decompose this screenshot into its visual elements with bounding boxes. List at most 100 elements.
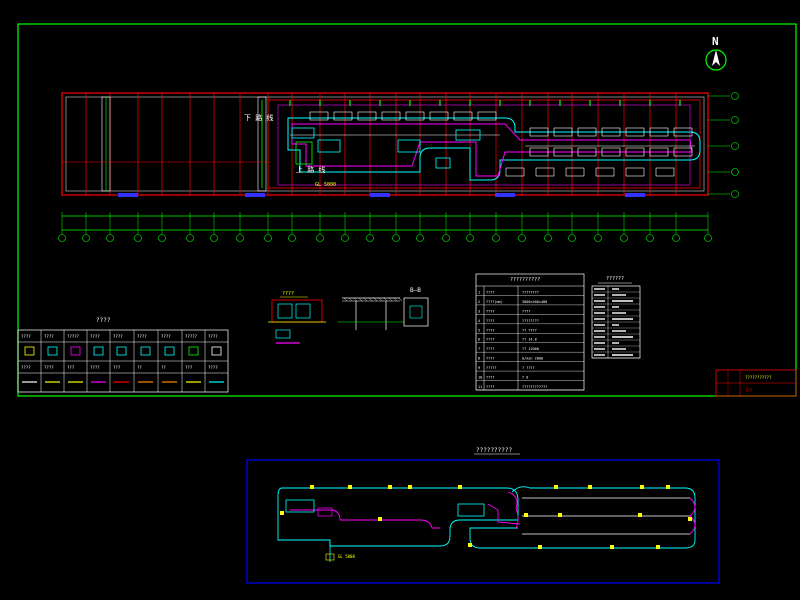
spec-cell: 3000×400×480 bbox=[522, 300, 547, 304]
plan-equipment-box bbox=[529, 127, 549, 137]
axis-bubble bbox=[620, 234, 628, 242]
spec-cell: ???? bbox=[486, 309, 494, 313]
sheet-border bbox=[17, 23, 797, 397]
system-marker bbox=[554, 485, 558, 489]
system-marker bbox=[640, 485, 644, 489]
plan-equipment-box bbox=[625, 147, 645, 157]
plan-equipment-box bbox=[477, 111, 497, 121]
axis-bubble bbox=[158, 234, 166, 242]
axis-bubble bbox=[672, 234, 680, 242]
legend-header-row1: ???? bbox=[137, 334, 147, 339]
plan-note: GL 5000 bbox=[315, 182, 336, 188]
system-marker bbox=[280, 511, 284, 515]
plan-equipment-box bbox=[673, 147, 693, 157]
axis-bubble bbox=[264, 234, 272, 242]
spec-cell: ?? 12000 bbox=[522, 347, 539, 351]
system-marker bbox=[610, 545, 614, 549]
plan-equipment-box bbox=[655, 167, 675, 177]
axis-bubble bbox=[186, 234, 194, 242]
spec-cell: ???? bbox=[486, 319, 494, 323]
plan-equipment-box bbox=[577, 147, 597, 157]
plan-equipment-box bbox=[625, 127, 645, 137]
plan-equipment-box bbox=[291, 127, 315, 139]
legend-table: ???? ???????????????????????????????????… bbox=[17, 317, 229, 393]
spec-cell: m/min 2000 bbox=[522, 357, 543, 361]
legend-header-row2: ???? bbox=[21, 365, 31, 370]
plan-equipment-box bbox=[295, 141, 313, 165]
axis-bubble bbox=[544, 234, 552, 242]
spec-cell: 10 bbox=[478, 376, 482, 380]
legend-header-row2: ??? bbox=[113, 365, 121, 370]
truss-member bbox=[378, 297, 383, 302]
plan-equipment-box bbox=[405, 111, 425, 121]
axis-bubble bbox=[236, 234, 244, 242]
legend-header-row1: ???? bbox=[161, 334, 171, 339]
spec-cell: 11 bbox=[478, 385, 482, 389]
section-drawing: B—B bbox=[338, 287, 429, 330]
north-arrow: N bbox=[705, 35, 727, 71]
spec-cell: ? 8 bbox=[522, 376, 528, 380]
system-marker bbox=[310, 485, 314, 489]
truss-member bbox=[353, 297, 358, 302]
plan-equipment-box bbox=[435, 157, 451, 169]
axis-bubble bbox=[106, 234, 114, 242]
spec-cell: ???????? bbox=[522, 319, 539, 323]
legend-symbol bbox=[70, 346, 81, 356]
plan-conveyor-track bbox=[287, 117, 701, 181]
legend-symbol bbox=[93, 346, 104, 356]
plan-equipment-box bbox=[309, 111, 329, 121]
axis-bubble bbox=[82, 234, 90, 242]
plan-label-upper: 下 路 线 bbox=[244, 113, 273, 122]
section-label: B—B bbox=[410, 287, 421, 294]
spec-cell: ???????? bbox=[522, 290, 539, 294]
spec-cell: ?? ???? bbox=[522, 328, 537, 332]
spec-cell: ????(mm) bbox=[486, 300, 503, 304]
system-marker bbox=[524, 513, 528, 517]
system-marker bbox=[656, 545, 660, 549]
legend-header-row1: ???? bbox=[90, 334, 100, 339]
spec-cell: ???? bbox=[486, 357, 494, 361]
legend-header-row2: ??? bbox=[185, 365, 193, 370]
row-axis-bubble bbox=[731, 142, 739, 150]
legend-symbol bbox=[211, 346, 222, 356]
spec-cell: ???? bbox=[486, 376, 494, 380]
spec-cell: ???? bbox=[486, 385, 494, 389]
axis-bubble bbox=[316, 234, 324, 242]
axis-bubble bbox=[442, 234, 450, 242]
spec-cell: 1 bbox=[478, 290, 480, 294]
legend-symbol bbox=[47, 346, 58, 356]
legend-header-row2: ???? bbox=[208, 365, 218, 370]
system-marker bbox=[458, 485, 462, 489]
spec-cell: ????? bbox=[486, 366, 497, 370]
legend-symbol bbox=[140, 346, 151, 356]
legend-symbol bbox=[164, 346, 175, 356]
legend-header-row1: ???? bbox=[21, 334, 31, 339]
legend-header-row2: ???? bbox=[44, 365, 54, 370]
detail-drawing: ???? bbox=[268, 291, 326, 344]
plan-equipment-box bbox=[649, 147, 669, 157]
spec-cell: ? ???? bbox=[522, 366, 535, 370]
axis-bubble bbox=[646, 234, 654, 242]
truss-member bbox=[383, 297, 388, 302]
plan-equipment-box bbox=[553, 147, 573, 157]
plan-equipment-box bbox=[333, 111, 353, 121]
axis-bubble bbox=[392, 234, 400, 242]
system-marker bbox=[638, 513, 642, 517]
building-plan bbox=[61, 92, 709, 197]
axis-bubble bbox=[416, 234, 424, 242]
legend-header-row1: ???? bbox=[113, 334, 123, 339]
plan-equipment-box bbox=[455, 129, 481, 141]
system-note: GL 5000 bbox=[338, 554, 355, 559]
legend-symbol bbox=[188, 346, 199, 356]
legend-header-row1: ???? bbox=[44, 334, 54, 339]
plan-equipment-box bbox=[625, 167, 645, 177]
legend-symbol bbox=[24, 346, 35, 356]
spec-table: ?????????? 1????????????2????(mm)3000×40… bbox=[475, 273, 585, 391]
legend-title: ???? bbox=[96, 317, 111, 324]
plan-equipment-box bbox=[577, 127, 597, 137]
system-diagram: ?????????? GL 5000 bbox=[246, 447, 720, 584]
plan-equipment-box bbox=[565, 167, 585, 177]
axis-bubble bbox=[210, 234, 218, 242]
plan-equipment bbox=[289, 100, 693, 177]
